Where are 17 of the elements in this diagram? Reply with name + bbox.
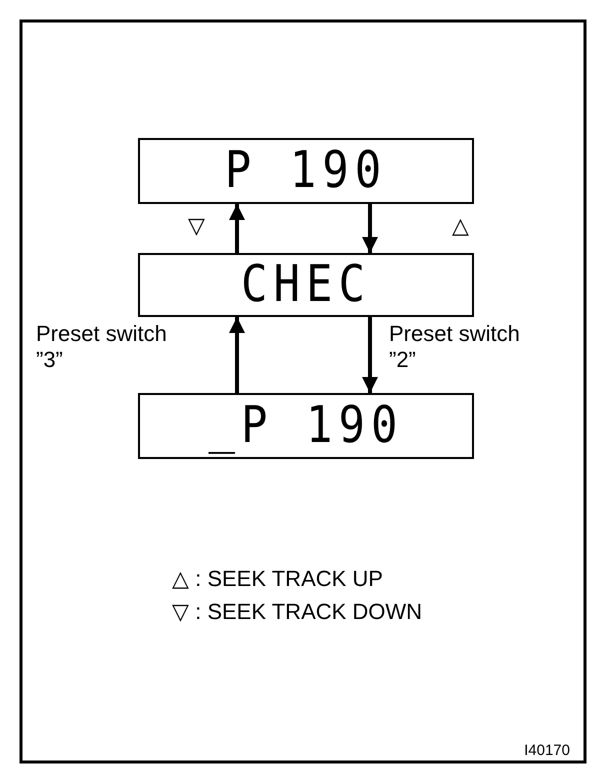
edge-label: ▽ (188, 213, 206, 239)
arrow (362, 317, 378, 393)
display-readout: CHEC (241, 260, 371, 310)
display-panel (138, 253, 474, 317)
legend-entry: ▽ : SEEK TRACK DOWN (172, 599, 422, 625)
display-readout: _P 190 (208, 400, 404, 452)
arrow (229, 204, 245, 253)
edge-label: Preset switch ”3” (36, 321, 168, 373)
display-readout: P 190 (224, 146, 388, 196)
display-panel (138, 393, 474, 459)
edge-label: Preset switch ”2” (389, 321, 521, 373)
figure-code: I40170 (524, 741, 570, 761)
legend-entry: △ : SEEK TRACK UP (172, 566, 383, 592)
display-panel (138, 138, 474, 204)
edge-label: △ (452, 213, 470, 239)
arrow (229, 317, 245, 393)
arrow (362, 204, 378, 253)
